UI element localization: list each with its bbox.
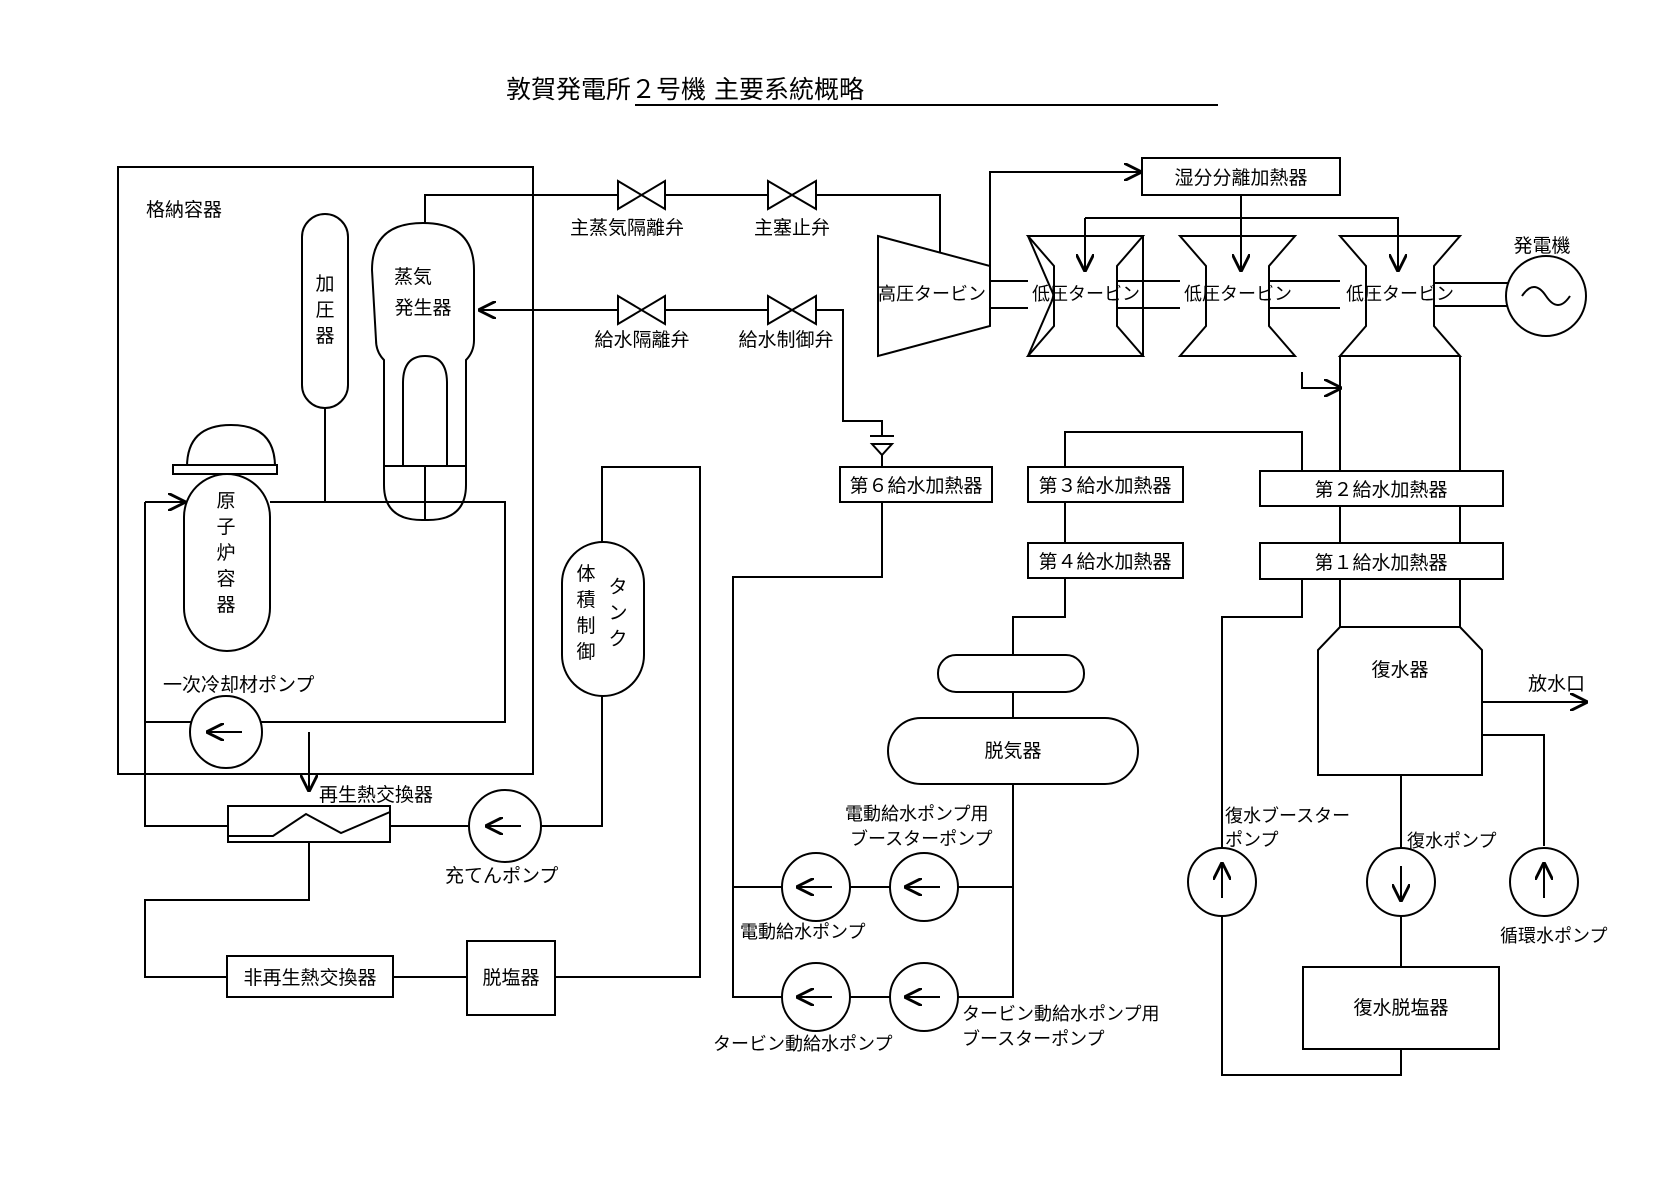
generator-sine (1521, 286, 1571, 306)
condenser (1317, 626, 1483, 776)
reactor-vessel-label-5: 器 (216, 594, 235, 616)
pressurizer-label-2: 圧 (315, 299, 334, 321)
lp-turbine-2 (1177, 235, 1298, 357)
steam-generator-u-tube (402, 354, 448, 466)
motor-booster-pump-label-2: ブースターポンプ (850, 828, 993, 850)
fw-heater-3-label: 第３給水加熱器 (1038, 475, 1171, 497)
moisture-separator-reheater (1141, 157, 1341, 196)
lp-turbine-2-label: 低圧タービン (1184, 284, 1292, 305)
lp-turbine-3-label: 低圧タービン (1346, 284, 1454, 305)
turbine-feed-pump-label: タービン動給水ポンプ (713, 1034, 892, 1055)
turbine-booster-pump-label-1: タービン動給水ポンプ用 (962, 1004, 1159, 1025)
demineralizer-label: 脱塩器 (482, 967, 539, 989)
regen-hx-label: 再生熱交換器 (319, 784, 433, 806)
reactor-vessel-label-1: 原 (216, 490, 235, 512)
feedwater-control-valve (767, 294, 817, 326)
main-steam-isolation-valve-label: 主蒸気隔離弁 (570, 217, 684, 239)
check-valve (869, 443, 895, 457)
turbine-booster-pump-label-2: ブースターポンプ (962, 1028, 1105, 1050)
nonregen-hx-label: 非再生熱交換器 (243, 967, 376, 989)
pressurizer-label-1: 加 (315, 273, 334, 295)
fw-heater-4 (1027, 542, 1184, 579)
condensate-demineralizer (1302, 966, 1500, 1050)
reactor-vessel-label-2: 子 (216, 516, 235, 538)
regen-hx-coil (228, 811, 391, 837)
fw-heater-6-label: 第６給水加熱器 (849, 475, 982, 497)
steam-generator-label-1: 蒸気 (394, 266, 432, 288)
condensate-pump-label: 復水ポンプ (1407, 831, 1496, 852)
circulating-water-pump-label: 循環水ポンプ (1500, 926, 1607, 947)
diagram-title: 敦賀発電所２号機 主要系統概略 (506, 75, 864, 104)
hp-turbine (877, 234, 991, 358)
motor-feed-pump-label: 電動給水ポンプ (740, 922, 865, 943)
main-stop-valve-label: 主塞止弁 (754, 217, 830, 239)
vct-label-4: 御 (576, 641, 595, 663)
vct-label-1: 体 (576, 563, 595, 585)
reactor-vessel-label-4: 容 (216, 568, 235, 590)
fw-heater-2-label: 第２給水加熱器 (1314, 479, 1447, 501)
steam-generator (370, 221, 475, 521)
containment-box (117, 166, 534, 775)
fw-heater-2 (1259, 470, 1504, 507)
reactor-vessel-label-3: 炉 (216, 542, 235, 564)
fw-heater-1-label: 第１給水加熱器 (1314, 552, 1447, 574)
vct-label-3: 制 (576, 615, 595, 637)
feedwater-isolation-valve-label: 給水隔離弁 (594, 329, 689, 351)
motor-booster-pump-label-1: 電動給水ポンプ用 (845, 804, 988, 825)
condensate-booster-pump-label-2: ポンプ (1225, 830, 1278, 851)
reactor-vessel-flange (172, 464, 278, 475)
deaerator-dome (937, 654, 1085, 693)
vct-label-2: 積 (576, 589, 595, 611)
volume-control-tank (561, 541, 645, 697)
fw-heater-4-label: 第４給水加熱器 (1038, 551, 1171, 573)
pressurizer-label-3: 器 (315, 325, 334, 347)
vct-label-5: タ (608, 576, 627, 598)
reactor-vessel (183, 473, 271, 652)
main-steam-isolation-valve (617, 179, 666, 211)
steam-generator-label-2: 発生器 (394, 297, 451, 319)
lp-turbine-1-label: 低圧タービン (1032, 284, 1140, 305)
moisture-separator-label: 湿分分離加熱器 (1174, 167, 1307, 189)
generator-label: 発電機 (1513, 235, 1570, 257)
vct-label-7: ク (608, 628, 627, 650)
demineralizer (466, 940, 556, 1016)
fw-heater-6 (839, 466, 993, 503)
feedwater-control-valve-label: 給水制御弁 (738, 329, 833, 351)
condenser-label: 復水器 (1371, 659, 1428, 681)
fw-heater-1 (1259, 542, 1504, 580)
main-stop-valve (767, 179, 817, 211)
deaerator-label: 脱気器 (984, 740, 1041, 762)
reactor-vessel-head (185, 423, 277, 468)
charging-pump-label: 充てんポンプ (445, 865, 558, 887)
fw-heater-3 (1027, 466, 1184, 503)
primary-pump-label: 一次冷却材ポンプ (163, 674, 314, 696)
containment-label: 格納容器 (146, 199, 222, 221)
feedwater-isolation-valve (617, 294, 666, 326)
condensate-booster-pump-label-1: 復水ブースター (1225, 805, 1350, 827)
hp-turbine-label: 高圧タービン (878, 284, 986, 305)
lp-turbine-1-body (1025, 235, 1146, 357)
outfall-label: 放水口 (1528, 673, 1585, 695)
condensate-demineralizer-label: 復水脱塩器 (1353, 997, 1448, 1019)
vct-label-6: ン (608, 602, 627, 624)
